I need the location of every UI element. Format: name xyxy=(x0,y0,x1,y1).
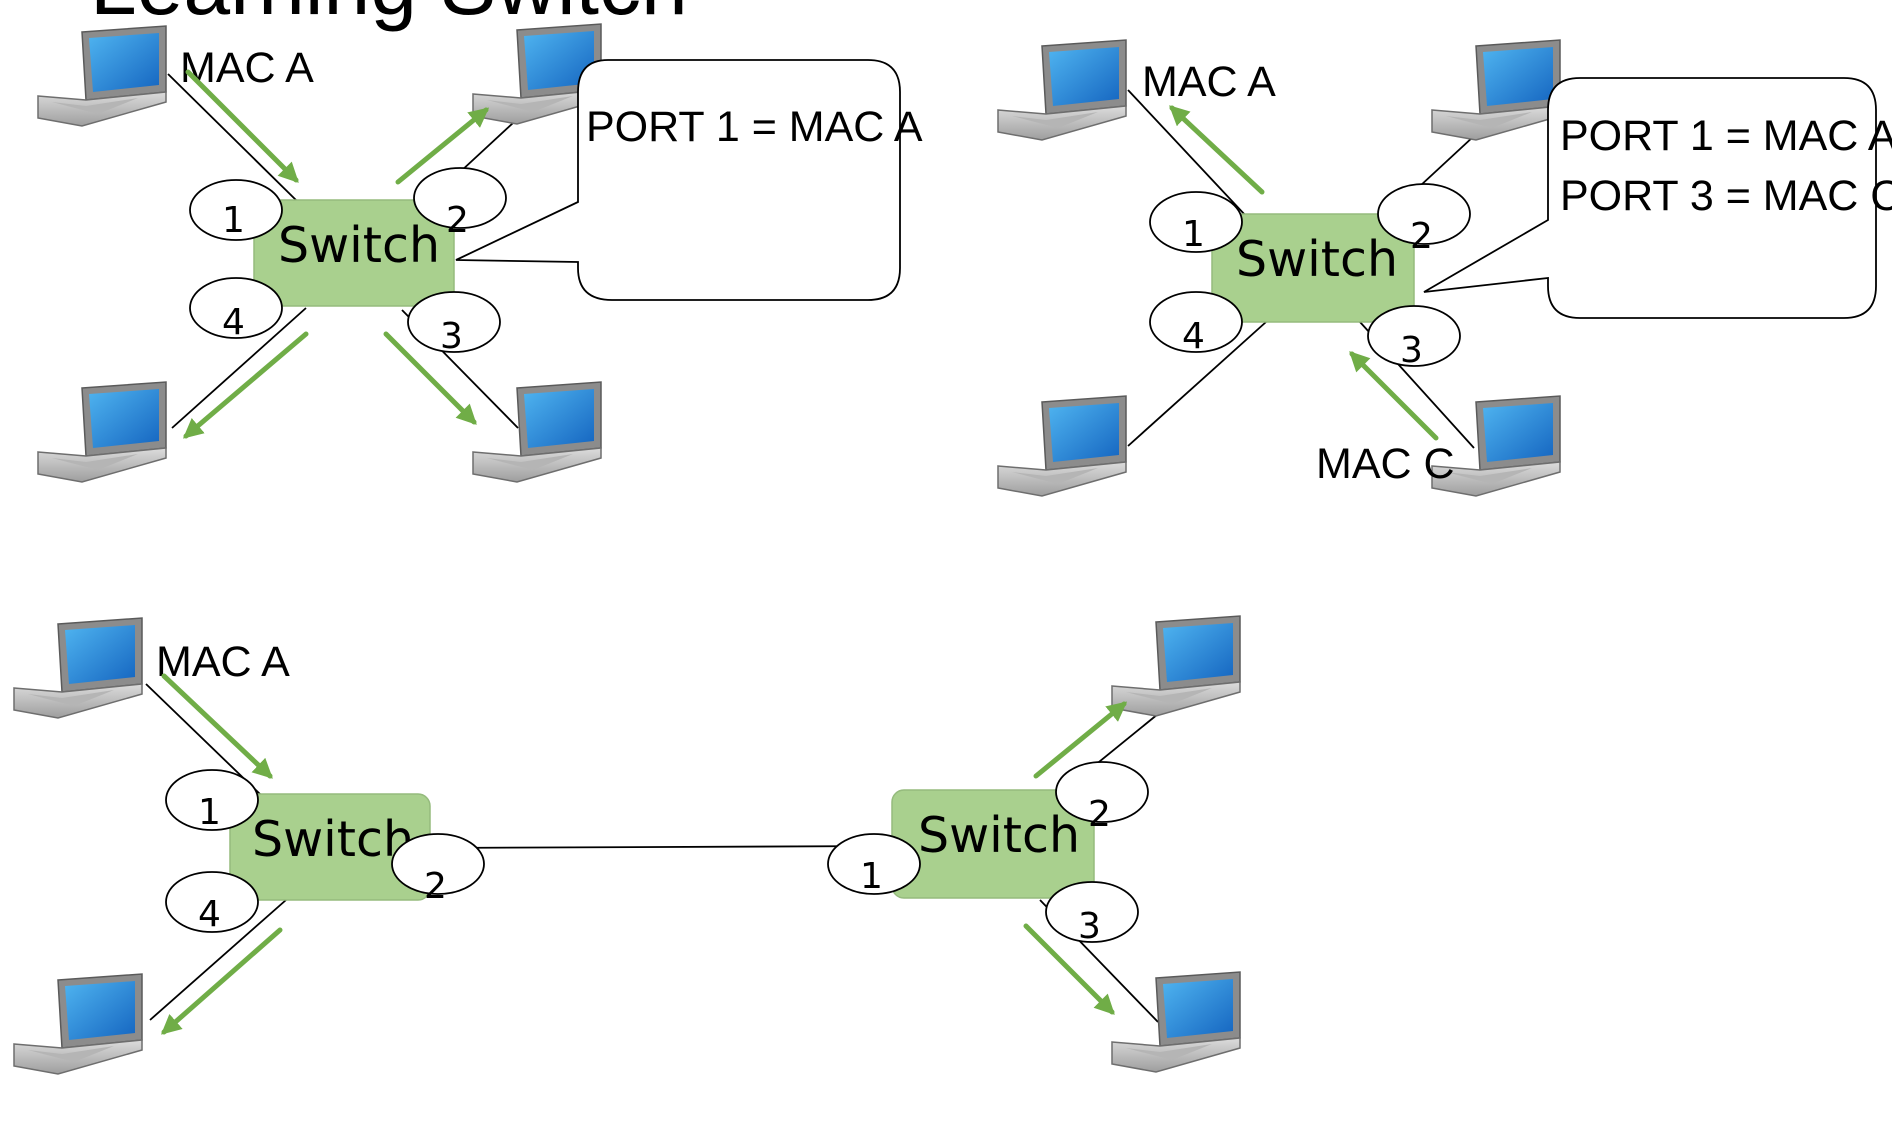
link-port-1 xyxy=(1127,89,1247,217)
laptop-icon xyxy=(997,395,1127,497)
port-ellipse xyxy=(1377,183,1471,245)
laptop-icon xyxy=(997,39,1127,141)
frame-flow-arrow xyxy=(182,331,309,439)
port-ellipse xyxy=(1055,761,1149,823)
switch-label: Switch xyxy=(918,807,1080,864)
inter-switch-link xyxy=(429,845,893,849)
mac-a-label: MAC A xyxy=(156,638,290,686)
frame-flow-arrow xyxy=(185,69,299,183)
switch-label: Switch xyxy=(278,217,440,274)
link-port-1 xyxy=(167,73,299,203)
frame-flow-arrow xyxy=(1169,105,1265,195)
port-number: 4 xyxy=(198,894,221,935)
port-number: 1 xyxy=(1182,214,1205,255)
port-ellipse xyxy=(189,277,283,339)
port-ellipse xyxy=(165,871,259,933)
link-port-4 xyxy=(171,307,307,429)
mac-table-entry: PORT 3 = MAC C xyxy=(1560,172,1892,220)
frame-flow-arrow xyxy=(1033,701,1128,779)
port-number: 2 xyxy=(1410,216,1433,257)
link-port-4 xyxy=(1127,321,1267,447)
port-number: 1 xyxy=(198,792,221,833)
port-ellipse xyxy=(1045,881,1139,943)
port-number: 1 xyxy=(222,200,245,241)
link-port-4 xyxy=(149,899,287,1021)
mac-table-callout xyxy=(455,59,901,301)
port-ellipse xyxy=(189,179,283,241)
port-ellipse xyxy=(413,167,507,229)
mac-a-label: MAC A xyxy=(1142,58,1276,106)
link-port-2 xyxy=(1419,135,1475,187)
port-number: 3 xyxy=(440,316,463,357)
frame-flow-arrow xyxy=(395,107,490,185)
port-ellipse xyxy=(1149,191,1243,253)
laptop-icon xyxy=(1431,39,1561,141)
mac-table-callout xyxy=(1423,77,1877,319)
switch-box xyxy=(253,199,455,307)
port-number: 3 xyxy=(1078,906,1101,947)
port-number: 4 xyxy=(222,302,245,343)
frame-flow-arrow xyxy=(160,927,283,1035)
mac-table-entry: PORT 1 = MAC A xyxy=(586,103,923,151)
port-number: 2 xyxy=(446,200,469,241)
laptop-icon xyxy=(13,973,143,1075)
port-number: 3 xyxy=(1400,330,1423,371)
switch-label: Switch xyxy=(1236,231,1398,288)
switch-label: Switch xyxy=(252,811,414,868)
port-number: 4 xyxy=(1182,316,1205,357)
switch-box xyxy=(1211,213,1415,323)
panel-1: Switch 1 2 4 3 MAC A PORT 1 = MAC A xyxy=(37,23,923,483)
port-number: 2 xyxy=(424,866,447,907)
laptop-icon xyxy=(1111,615,1241,717)
laptop-icon xyxy=(472,381,602,483)
laptop-icon xyxy=(13,617,143,719)
port-number: 2 xyxy=(1088,794,1111,835)
port-ellipse xyxy=(165,769,259,831)
mac-table-entry: PORT 1 = MAC A xyxy=(1560,112,1892,160)
panel-3: Switch 1 4 2 Switch 1 2 3 MAC A xyxy=(13,615,1241,1075)
frame-flow-arrow xyxy=(383,331,477,425)
laptop-icon xyxy=(37,381,167,483)
panel-2: Switch 1 2 4 3 MAC A MAC C PORT 1 = MAC … xyxy=(997,39,1892,497)
port-number: 1 xyxy=(860,856,883,897)
mac-c-label: MAC C xyxy=(1316,440,1455,488)
port-ellipse xyxy=(1149,291,1243,353)
link-port-2 xyxy=(1093,713,1159,767)
port-ellipse xyxy=(827,833,921,895)
port-ellipse xyxy=(391,833,485,895)
frame-flow-arrow xyxy=(1023,923,1115,1015)
port-ellipse xyxy=(407,291,501,353)
port-ellipse xyxy=(1367,305,1461,367)
frame-flow-arrow xyxy=(1349,351,1439,441)
laptop-icon xyxy=(37,25,167,127)
frame-flow-arrow xyxy=(161,673,273,779)
laptop-icon xyxy=(1111,971,1241,1073)
